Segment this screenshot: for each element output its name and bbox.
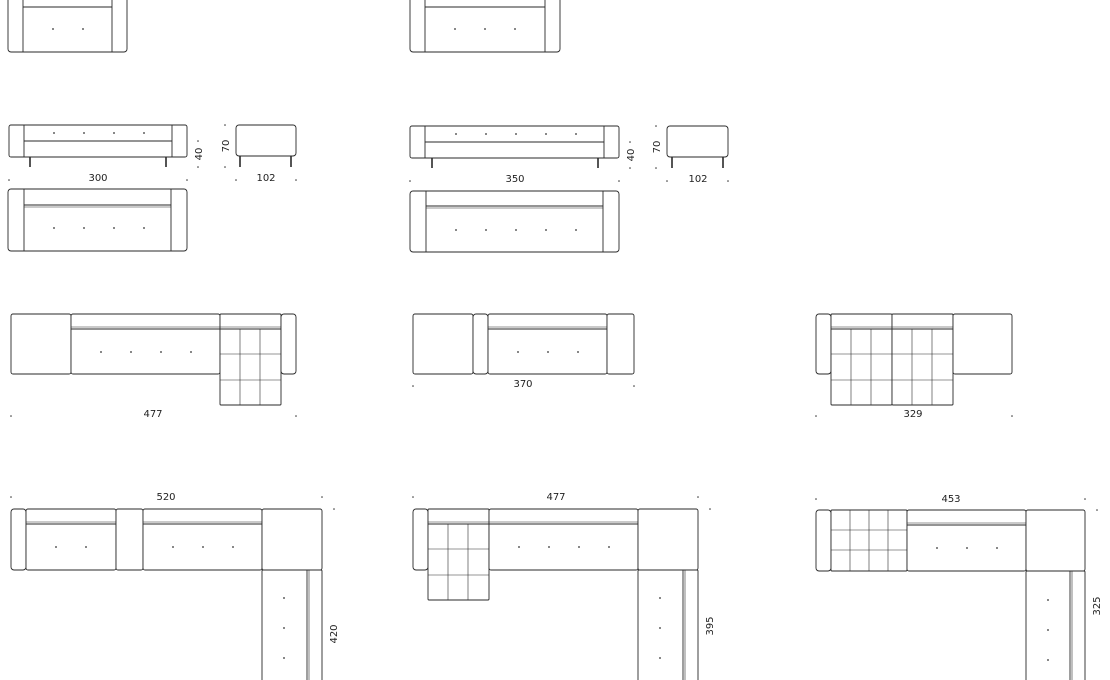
stool-b-height-dimension: 70 <box>652 125 663 169</box>
svg-text:520: 520 <box>156 492 175 503</box>
sofa-row3-mid-top-view <box>412 313 635 375</box>
chaise-sofa-left-top-view <box>10 313 297 406</box>
sofa-b-side-view <box>409 125 620 168</box>
corner-sofa-b-top-view <box>412 508 699 680</box>
sofa-row3-mid-width-dimension: 370 <box>412 379 635 390</box>
chaise-right-width-dimension: 329 <box>815 409 1013 420</box>
corner-sofa-a-top-view <box>10 508 323 680</box>
svg-text:300: 300 <box>88 173 107 184</box>
corner-c-width-dimension: 453 <box>815 494 1086 505</box>
sofa-b-height-dimension: 40 <box>626 141 637 169</box>
stool-a-side-view <box>235 124 297 167</box>
sofa-a-top-view <box>7 188 188 252</box>
svg-text:453: 453 <box>941 494 960 505</box>
sofa-a-length-dimension: 300 <box>8 173 188 184</box>
svg-text:370: 370 <box>513 379 532 390</box>
sofa-top-view-partial-right <box>409 0 561 53</box>
svg-text:477: 477 <box>546 492 565 503</box>
svg-text:325: 325 <box>1092 596 1103 615</box>
stool-b-width-dimension: 102 <box>666 174 729 185</box>
corner-b-width-dimension: 477 <box>412 492 699 503</box>
svg-text:40: 40 <box>626 149 637 162</box>
svg-text:70: 70 <box>652 141 663 154</box>
corner-b-depth-dimension: 395 <box>705 508 716 636</box>
svg-text:329: 329 <box>903 409 922 420</box>
sofa-b-top-view <box>409 190 620 253</box>
svg-text:102: 102 <box>688 174 707 185</box>
corner-a-width-dimension: 520 <box>10 492 323 503</box>
svg-text:420: 420 <box>329 624 340 643</box>
corner-a-depth-dimension: 420 <box>329 508 340 644</box>
chaise-left-width-dimension: 477 <box>10 409 297 420</box>
chaise-sofa-right-top-view <box>815 313 1013 406</box>
svg-text:477: 477 <box>143 409 162 420</box>
sofa-top-view-partial-left <box>7 0 128 53</box>
svg-text:350: 350 <box>505 174 524 185</box>
svg-text:102: 102 <box>256 173 275 184</box>
corner-sofa-c-top-view <box>815 509 1086 680</box>
svg-text:395: 395 <box>705 616 716 635</box>
svg-text:40: 40 <box>194 148 205 161</box>
stool-a-width-dimension: 102 <box>235 173 297 184</box>
svg-text:70: 70 <box>221 140 232 153</box>
sofa-a-height-dimension: 40 <box>194 140 205 168</box>
corner-c-depth-dimension: 325 <box>1092 509 1103 616</box>
sofa-b-length-dimension: 350 <box>409 174 620 185</box>
sofa-a-side-view <box>8 124 188 167</box>
stool-b-side-view <box>666 125 729 168</box>
stool-a-height-dimension: 70 <box>221 124 232 168</box>
